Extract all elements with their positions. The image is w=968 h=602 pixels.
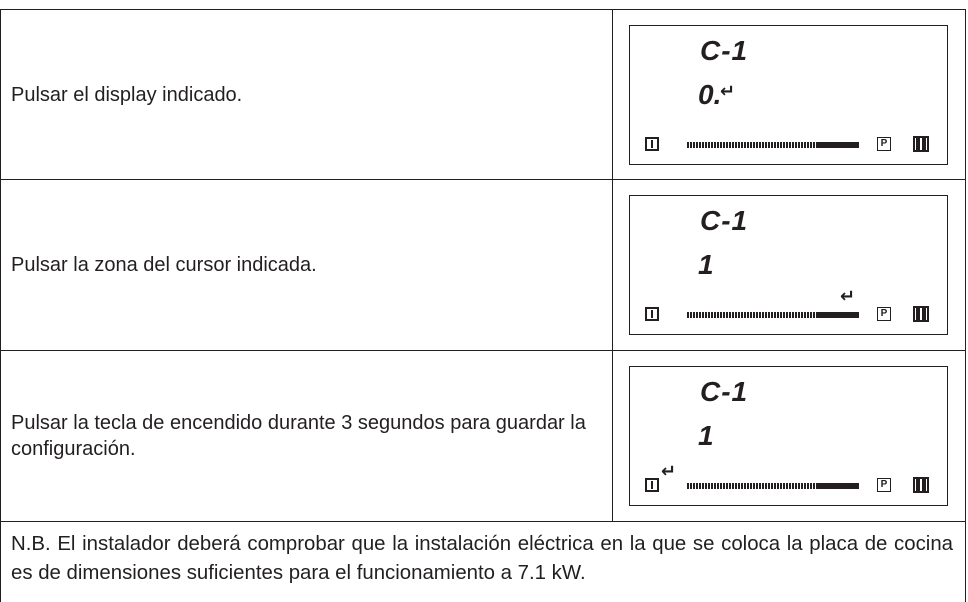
display-value-text: 0.	[698, 79, 722, 110]
step-1-display-panel: C-1 0. ↵ P	[629, 25, 948, 165]
p-key: P	[877, 307, 891, 321]
display-code: C-1	[700, 35, 749, 66]
pause-key-icon	[913, 306, 929, 322]
power-slider	[687, 312, 859, 318]
slider-fill	[816, 483, 859, 489]
step-row-2: Pulsar la zona del cursor indicada. C-1 …	[0, 179, 966, 351]
column-divider	[612, 10, 613, 179]
column-divider	[612, 351, 613, 521]
installer-note: N.B. El instalador deberá comprobar que …	[11, 533, 953, 584]
power-key-icon	[645, 307, 659, 321]
step-row-1: Pulsar el display indicado. C-1 0. ↵ P	[0, 9, 966, 180]
column-divider	[612, 180, 613, 350]
step-2-display-panel: C-1 1 ↵ P	[629, 195, 948, 335]
display-code: C-1	[700, 205, 749, 236]
enter-arrow-icon: ↵	[720, 81, 736, 101]
enter-arrow-icon: ↵	[840, 286, 856, 306]
display-value-text: 1	[698, 249, 714, 280]
p-key: P	[877, 137, 891, 151]
display-value: 0. ↵	[698, 79, 735, 110]
enter-arrow-icon: ↵	[661, 461, 677, 481]
display-value-text: 1	[698, 420, 714, 451]
power-slider	[687, 142, 859, 148]
power-key-icon	[645, 137, 659, 151]
step-3-text: Pulsar la tecla de encendido durante 3 s…	[11, 412, 586, 460]
display-value: 1	[698, 421, 714, 451]
note-row: N.B. El instalador deberá comprobar que …	[0, 521, 966, 602]
p-key: P	[877, 478, 891, 492]
slider-fill	[816, 142, 859, 148]
display-code: C-1	[700, 376, 749, 407]
slider-fill	[816, 312, 859, 318]
power-slider	[687, 483, 859, 489]
step-3-display-panel: C-1 1 ↵ P	[629, 366, 948, 506]
pause-key-icon	[913, 477, 929, 493]
power-key-icon	[645, 478, 659, 492]
pause-key-icon	[913, 136, 929, 152]
display-value: 1	[698, 250, 714, 280]
step-row-3: Pulsar la tecla de encendido durante 3 s…	[0, 350, 966, 522]
step-1-text: Pulsar el display indicado.	[11, 83, 243, 106]
step-2-text: Pulsar la zona del cursor indicada.	[11, 254, 317, 276]
